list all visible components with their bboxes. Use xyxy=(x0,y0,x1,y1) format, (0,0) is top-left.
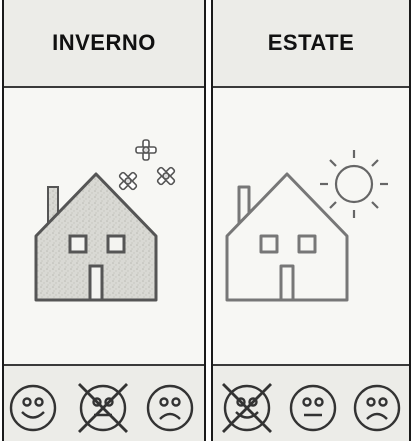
winter-header: INVERNO xyxy=(4,0,204,88)
neutral-face-icon xyxy=(291,386,335,430)
snowflake-icon xyxy=(114,140,180,195)
happy-face-crossed-icon xyxy=(223,384,271,432)
winter-panel: INVERNO xyxy=(2,0,206,441)
neutral-face-crossed-icon xyxy=(79,384,127,432)
sad-face-icon xyxy=(148,386,192,430)
summer-panel: ESTATE xyxy=(211,0,411,441)
summer-scene-illustration xyxy=(213,88,409,364)
summer-title: ESTATE xyxy=(268,30,355,56)
summer-scene xyxy=(213,88,409,366)
winter-faces-illustration xyxy=(4,366,204,441)
winter-scene xyxy=(4,88,204,366)
summer-faces-illustration xyxy=(213,366,409,441)
happy-face-icon xyxy=(11,386,55,430)
winter-house xyxy=(36,174,156,300)
sun-icon xyxy=(320,150,388,218)
summer-house xyxy=(227,174,347,300)
winter-title: INVERNO xyxy=(52,30,156,56)
summer-faces xyxy=(213,366,409,441)
sad-face-icon xyxy=(355,386,399,430)
winter-scene-illustration xyxy=(4,88,204,364)
summer-header: ESTATE xyxy=(213,0,409,88)
winter-faces xyxy=(4,366,204,441)
